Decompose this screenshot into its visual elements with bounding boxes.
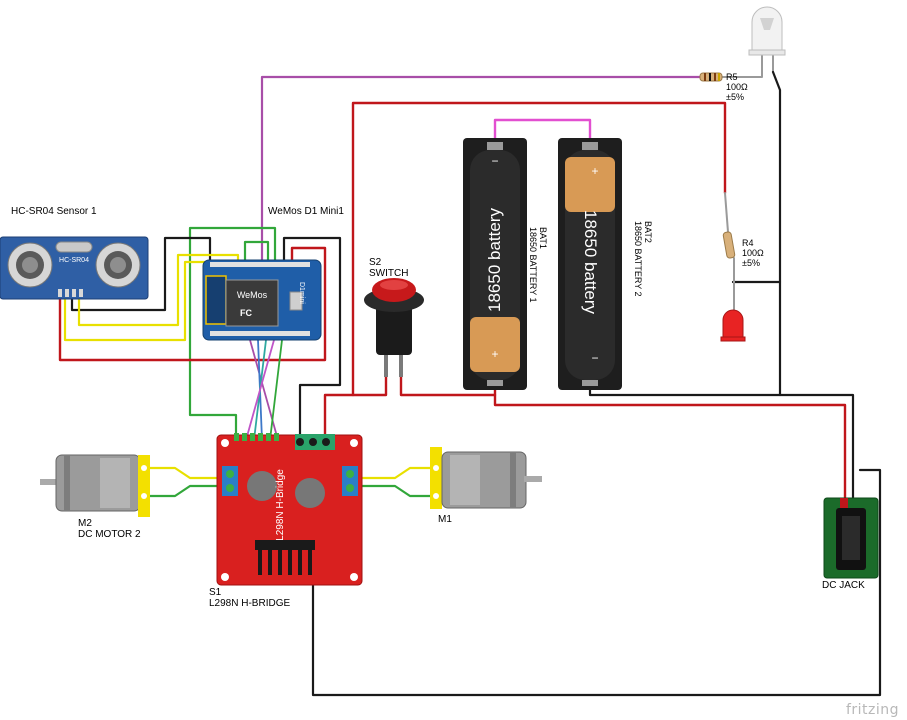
led-white: [748, 6, 786, 56]
wire-black-led-ground: [771, 70, 855, 502]
wire-magenta-bat: [493, 118, 592, 142]
wemos-module: [225, 279, 279, 327]
wire-black-sensor: [70, 236, 212, 312]
sensor-label: HC-SR04 Sensor 1: [11, 206, 97, 217]
wire-fan-green: [269, 339, 283, 441]
hc-sr04-sensor: HC-SR04: [0, 236, 149, 300]
wire-black-wemos-top: [282, 236, 342, 442]
wire-fan-purple: [249, 339, 279, 441]
battery-1: − + 18650 battery: [463, 138, 527, 390]
battery-1-text: 18650 battery: [485, 208, 504, 312]
dc-jack: [823, 497, 879, 579]
r4-ref-label: R4: [742, 238, 754, 248]
sensor-board-text: HC-SR04: [59, 257, 89, 264]
wire-red-bat1-jack: [493, 383, 847, 507]
wires: [58, 54, 882, 697]
dc-jack-label: DC JACK: [822, 580, 865, 591]
dc-motor-m2: [40, 454, 150, 517]
wire-yellow-1: [63, 260, 232, 342]
wemos-label: WeMos D1 Mini1: [268, 206, 344, 217]
wire-red-switch: [323, 373, 388, 442]
wire-red-wemos-top: [58, 246, 327, 362]
wire-fan-magenta: [245, 339, 275, 441]
svg-text:+: +: [591, 164, 598, 178]
m2-ref-label: M2: [78, 518, 92, 529]
wire-black-bottom: [311, 438, 882, 697]
switch-name-label: SWITCH: [369, 268, 409, 279]
wire-black-switch: [399, 373, 497, 397]
wire-yellow-2: [77, 253, 240, 327]
wire-m2-green: [148, 484, 224, 498]
wemos-board-text: WeMos: [237, 290, 268, 300]
s1-ref-label: S1: [209, 587, 222, 598]
bat2-name-label: 18650 BATTERY 2: [633, 221, 643, 297]
l298n-h-bridge: L298N H-Bridge: [216, 433, 363, 586]
hbridge-capacitor-right: [295, 478, 325, 508]
d1-mini-text: D1mini: [298, 282, 305, 304]
r5-tol-label: ±5%: [726, 92, 744, 102]
wire-m1-green: [353, 484, 434, 498]
led-red: [720, 309, 746, 342]
wire-green-2: [243, 240, 270, 264]
r4-tol-label: ±5%: [742, 258, 760, 268]
switch-ref-label: S2: [369, 257, 382, 268]
push-switch: [364, 278, 424, 377]
m1-ref-label: M1: [438, 514, 452, 525]
wire-m1-yellow: [353, 466, 434, 480]
bat2-ref-label: BAT2: [643, 221, 653, 243]
bat1-name-label: 18650 BATTERY 1: [528, 227, 538, 303]
r5-value-label: 100Ω: [726, 82, 748, 92]
svg-text:FC: FC: [240, 308, 252, 318]
wemos-d1-mini: WeMos FC D1mini: [202, 259, 322, 341]
battery-2-text: 18650 battery: [581, 210, 600, 314]
hbridge-board-text: L298N H-Bridge: [275, 469, 286, 541]
wire-r4-lead: [724, 192, 735, 314]
wire-purple-led: [260, 75, 702, 264]
m2-name-label: DC MOTOR 2: [78, 529, 141, 540]
bat1-ref-label: BAT1: [538, 227, 548, 249]
wire-red-top: [351, 101, 727, 397]
wire-green-1: [188, 226, 277, 442]
svg-text:+: +: [491, 347, 498, 361]
hbridge-capacitor-left: [247, 471, 277, 501]
r4-value-label: 100Ω: [742, 248, 764, 258]
resistor-r4: [722, 231, 736, 259]
resistor-r5: [699, 72, 723, 82]
r5-ref-label: R5: [726, 72, 738, 82]
dc-motor-m1: [430, 447, 542, 509]
fritzing-watermark: fritzing: [845, 702, 899, 718]
svg-text:−: −: [591, 351, 598, 365]
wire-r5-led: [721, 54, 763, 78]
battery-2: + − 18650 battery: [558, 138, 622, 390]
svg-text:−: −: [491, 154, 498, 168]
s1-name-label: L298N H-BRIDGE: [209, 598, 291, 609]
wire-m2-yellow: [148, 466, 224, 480]
